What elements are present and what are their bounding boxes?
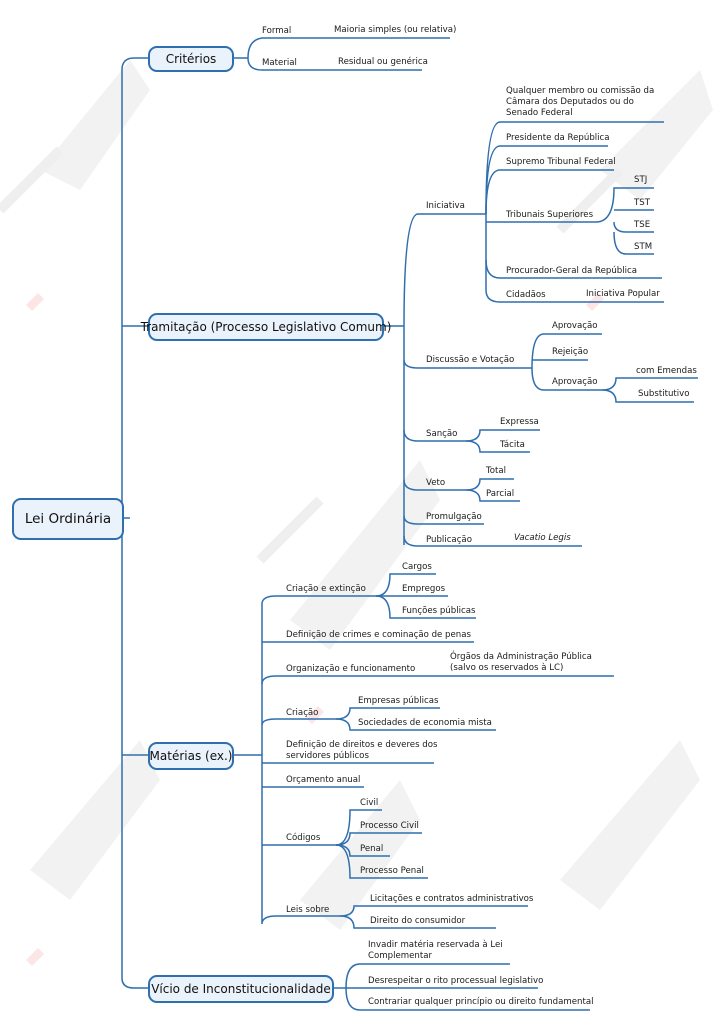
discussao-rejeicao: Rejeição <box>552 347 589 357</box>
discussao-label: Discussão e Votação <box>426 355 515 365</box>
leis-licitacoes: Licitações e contratos administrativos <box>370 894 534 904</box>
criterio-formal: Formal <box>262 26 292 36</box>
codigo-processo-civil: Processo Civil <box>360 821 419 831</box>
vacatio-legis: Vacatio Legis <box>514 533 571 543</box>
branch-criterios: Critérios <box>148 46 234 72</box>
branch-materias: Matérias (ex.) <box>148 742 234 770</box>
branch-vicio: Vício de Inconstitucionalidade <box>148 975 334 1003</box>
criacao-extincao-empregos: Empregos <box>402 584 446 594</box>
codigo-penal: Penal <box>360 844 384 854</box>
iniciativa-stf: Supremo Tribunal Federal <box>506 157 616 167</box>
aprovacao-com-emendas: com Emendas <box>636 366 697 376</box>
sancao-tacita: Tácita <box>500 440 525 450</box>
iniciativa-cidadaos: Cidadãos <box>506 290 546 300</box>
promulgacao-label: Promulgação <box>426 512 482 522</box>
vicio-desrespeitar: Desrespeitar o rito processual legislati… <box>368 976 544 986</box>
vicio-contrariar: Contrariar qualquer princípio ou direito… <box>368 997 594 1007</box>
tribunal-tst: TST <box>634 198 650 208</box>
sancao-expressa: Expressa <box>500 417 539 427</box>
iniciativa-label: Iniciativa <box>426 201 465 211</box>
discussao-aprovacao-1: Aprovação <box>552 321 598 331</box>
veto-total: Total <box>486 466 507 476</box>
materia-codigos: Códigos <box>286 833 321 843</box>
iniciativa-popular: Iniciativa Popular <box>586 289 660 299</box>
publicacao-label: Publicação <box>426 535 472 545</box>
materia-organizacao: Organização e funcionamento <box>286 664 416 674</box>
materia-leis-sobre: Leis sobre <box>286 905 330 915</box>
tribunal-stj: STJ <box>634 175 648 185</box>
criacao-extincao-cargos: Cargos <box>402 562 432 572</box>
tribunal-tse: TSE <box>634 220 651 230</box>
criterio-material-value: Residual ou genérica <box>338 57 428 67</box>
root-node: Lei Ordinária <box>12 498 124 540</box>
iniciativa-tribunais: Tribunais Superiores <box>506 210 594 220</box>
criacao-extincao-funcoes: Funções públicas <box>402 606 476 616</box>
iniciativa-presidente: Presidente da República <box>506 133 610 143</box>
iniciativa-pgr: Procurador-Geral da República <box>506 266 638 276</box>
leis-consumidor: Direito do consumidor <box>370 916 466 926</box>
veto-parcial: Parcial <box>486 489 515 499</box>
iniciativa-membro: Qualquer membro ou comissão da Câmara do… <box>506 86 655 118</box>
codigo-processo-penal: Processo Penal <box>360 866 424 876</box>
branch-tramitacao: Tramitação (Processo Legislativo Comum) <box>141 313 391 341</box>
aprovacao-substitutivo: Substitutivo <box>638 389 690 399</box>
sancao-label: Sanção <box>426 429 458 439</box>
materia-criacao: Criação <box>286 708 319 718</box>
codigo-civil: Civil <box>360 798 379 808</box>
criterio-formal-value: Maioria simples (ou relativa) <box>334 25 457 35</box>
materia-crimes: Definição de crimes e cominação de penas <box>286 630 471 640</box>
organizacao-orgaos: Órgãos da Administração Pública (salvo o… <box>450 652 592 673</box>
discussao-aprovacao-2: Aprovação <box>552 377 598 387</box>
materia-orcamento: Orçamento anual <box>286 775 361 785</box>
criterio-material: Material <box>262 58 297 68</box>
criacao-empresas: Empresas públicas <box>358 696 439 706</box>
criacao-sociedades: Sociedades de economia mista <box>358 718 492 728</box>
tribunal-stm: STM <box>634 242 653 252</box>
materia-direitos: Definição de direitos e deveres dos serv… <box>286 740 438 761</box>
materia-criacao-extincao: Criação e extinção <box>286 584 366 594</box>
veto-label: Veto <box>426 478 446 488</box>
vicio-invadir: Invadir matéria reservada à Lei Compleme… <box>368 940 503 961</box>
